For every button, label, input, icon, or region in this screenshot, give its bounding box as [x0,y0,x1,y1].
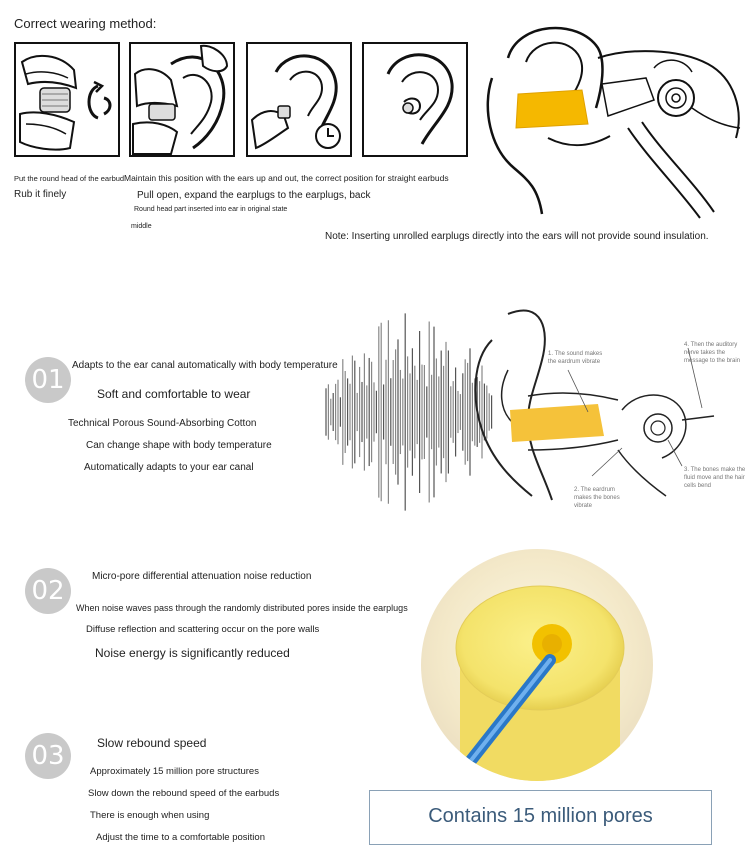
earplug-in-canal [510,404,604,442]
feature-02-line-3: Noise energy is significantly reduced [95,646,290,660]
feature-03-heading: Slow rebound speed [97,736,207,750]
earplug-shape [515,89,589,129]
feature-03-line-1: Approximately 15 million pore structures [90,766,259,777]
feature-number-03: 03 [25,733,71,779]
feature-01-heading: Adapts to the ear canal automatically wi… [72,360,338,371]
step-panel-roll [14,42,120,157]
feature-number-01: 01 [25,357,71,403]
step1-caption-line2: Rub it finely [14,189,67,200]
pores-count-label: Contains 15 million pores [428,805,653,827]
feature-02-line-1: When noise waves pass through the random… [76,603,408,613]
feature-02-heading: Micro-pore differential attenuation nois… [92,571,312,582]
rolling-fingers-illustration [19,54,112,151]
pull-ear-illustration [132,44,229,155]
step-panel-pull-ear [129,42,235,157]
diagram-label-nerve: 4. Then the auditory nerve takes the mes… [684,342,741,364]
feature-03-line-3: There is enough when using [90,810,210,821]
feature-03-line-4: Adjust the time to a comfortable positio… [96,832,265,843]
feature-02-line-2: Diffuse reflection and scattering occur … [86,624,320,635]
diagram-label-sound: 1. The sound makes the eardrum vibrate [548,351,603,365]
foam-earplug-closeup-image [421,549,653,781]
step-panel-inserted [362,42,468,157]
sound-wave-ear-diagram [325,309,715,511]
inserted-earplug-illustration [386,53,454,145]
feature-01-subheading: Soft and comfortable to wear [97,387,251,401]
step3-caption-line1: Round head part inserted into ear in ori… [134,206,288,213]
step2-caption-line2: Pull open, expand the earplugs to the ea… [137,190,371,201]
diagram-label-bones: 3. The bones make the fluid move and the… [684,467,746,489]
diagram-label-eardrum: 2. The eardrum makes the bones vibrate [574,487,620,509]
step1-caption-line1: Put the round head of the earbud [14,174,125,183]
feature-01-line-3: Automatically adapts to your ear canal [84,462,254,473]
step-panel-insert [246,42,352,157]
feature-01-line-2: Can change shape with body temperature [86,440,272,451]
insert-earplug-illustration [250,54,341,150]
feature-number-02: 02 [25,568,71,614]
step2-caption-line1: Maintain this position with the ears up … [124,173,449,183]
step3-caption-line2: middle [131,223,152,230]
ear-cross-section-illustration [486,26,741,219]
feature-01-line-1: Technical Porous Sound-Absorbing Cotton [68,418,257,429]
pores-count-badge: Contains 15 million pores [369,790,712,845]
section-title: Correct wearing method: [14,16,157,31]
feature-03-line-2: Slow down the rebound speed of the earbu… [88,788,280,799]
insertion-note: Note: Inserting unrolled earplugs direct… [325,231,709,242]
sound-wave-graphic [325,313,493,511]
